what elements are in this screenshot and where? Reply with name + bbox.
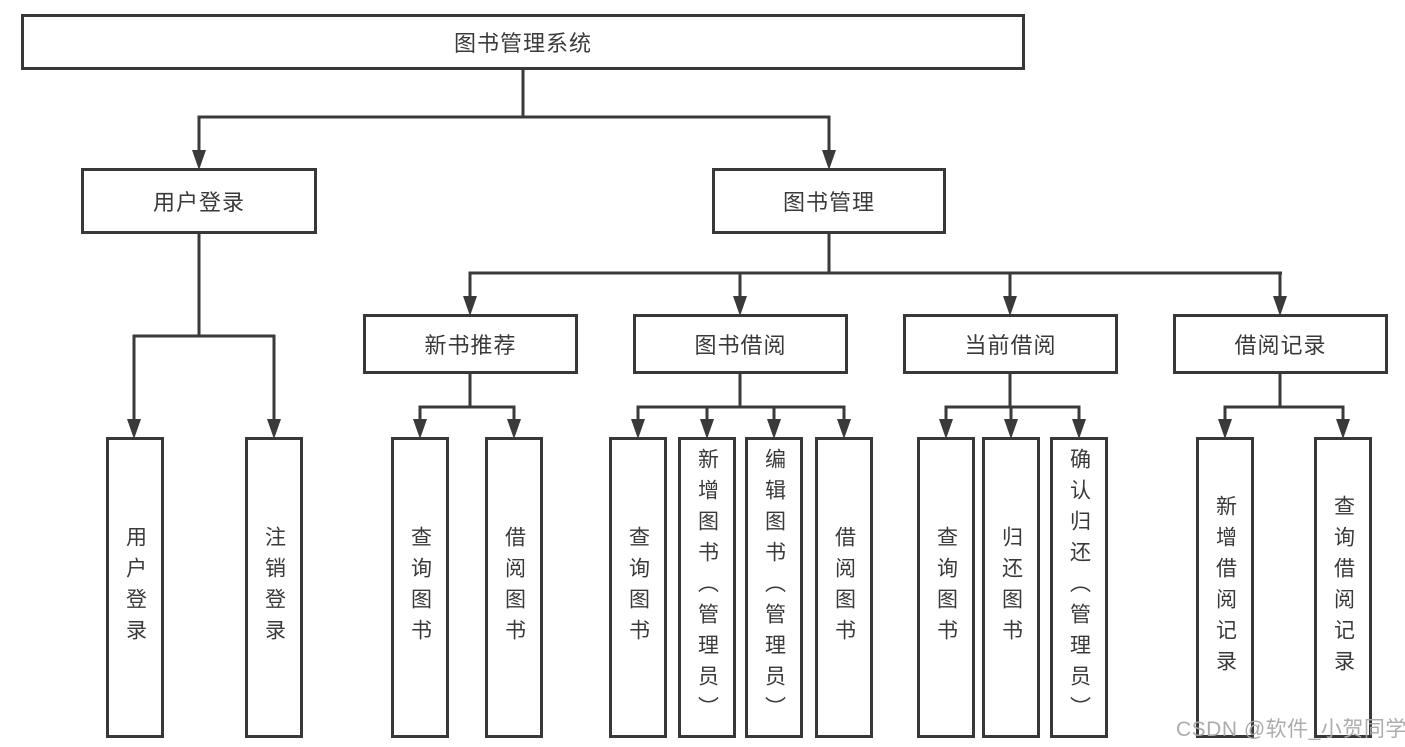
arrowheads: [127, 150, 1350, 439]
leaf-edit-books-admin: 编辑图书（管理员）: [745, 437, 803, 738]
leaf-label: 确认归还（管理员）: [1067, 448, 1091, 727]
node-label: 借阅记录: [1234, 333, 1327, 358]
node-label: 用户登录: [152, 190, 245, 215]
node-new-book-recommend: 新书推荐: [363, 314, 578, 374]
leaf-label: 查询图书: [626, 525, 650, 650]
node-current-borrowing: 当前借阅: [903, 314, 1118, 374]
leaf-logout: 注销登录: [245, 437, 303, 738]
leaf-label: 用户登录: [123, 525, 147, 650]
node-book-management: 图书管理: [712, 168, 946, 234]
leaf-confirm-return-admin: 确认归还（管理员）: [1050, 437, 1108, 738]
leaf-label: 编辑图书（管理员）: [762, 448, 786, 727]
leaf-label: 查询借阅记录: [1331, 494, 1355, 681]
leaf-label: 借阅图书: [502, 525, 526, 650]
leaf-query-books-recommend: 查询图书: [391, 437, 449, 738]
watermark: CSDN @软件_小贺同学: [1176, 718, 1405, 741]
connector-paths: [132, 70, 1345, 426]
leaf-query-borrow-record: 查询借阅记录: [1314, 437, 1372, 738]
leaf-query-books-borrowing: 查询图书: [609, 437, 667, 738]
node-label: 新书推荐: [424, 333, 517, 358]
leaf-label: 注销登录: [262, 525, 286, 650]
leaf-label: 借阅图书: [832, 525, 856, 650]
node-user-login: 用户登录: [81, 168, 317, 234]
node-borrowing-records: 借阅记录: [1173, 314, 1388, 374]
node-library-management-system: 图书管理系统: [21, 14, 1025, 70]
leaf-query-books-current: 查询图书: [917, 437, 975, 738]
leaf-label: 归还图书: [999, 525, 1023, 650]
leaf-label: 新增图书（管理员）: [695, 448, 719, 727]
leaf-add-borrow-record: 新增借阅记录: [1196, 437, 1254, 738]
node-label: 当前借阅: [964, 333, 1057, 358]
leaf-label: 查询图书: [408, 525, 432, 650]
node-label: 图书管理系统: [453, 31, 592, 56]
leaf-borrow-books-recommend: 借阅图书: [485, 437, 543, 738]
leaf-user-login: 用户登录: [106, 437, 164, 738]
node-book-borrowing: 图书借阅: [633, 314, 848, 374]
node-label: 图书管理: [782, 190, 875, 215]
node-label: 图书借阅: [694, 333, 787, 358]
leaf-label: 查询图书: [934, 525, 958, 650]
leaf-label: 新增借阅记录: [1213, 494, 1237, 681]
leaf-borrow-books: 借阅图书: [815, 437, 873, 738]
leaf-return-books: 归还图书: [982, 437, 1040, 738]
leaf-add-books-admin: 新增图书（管理员）: [678, 437, 736, 738]
